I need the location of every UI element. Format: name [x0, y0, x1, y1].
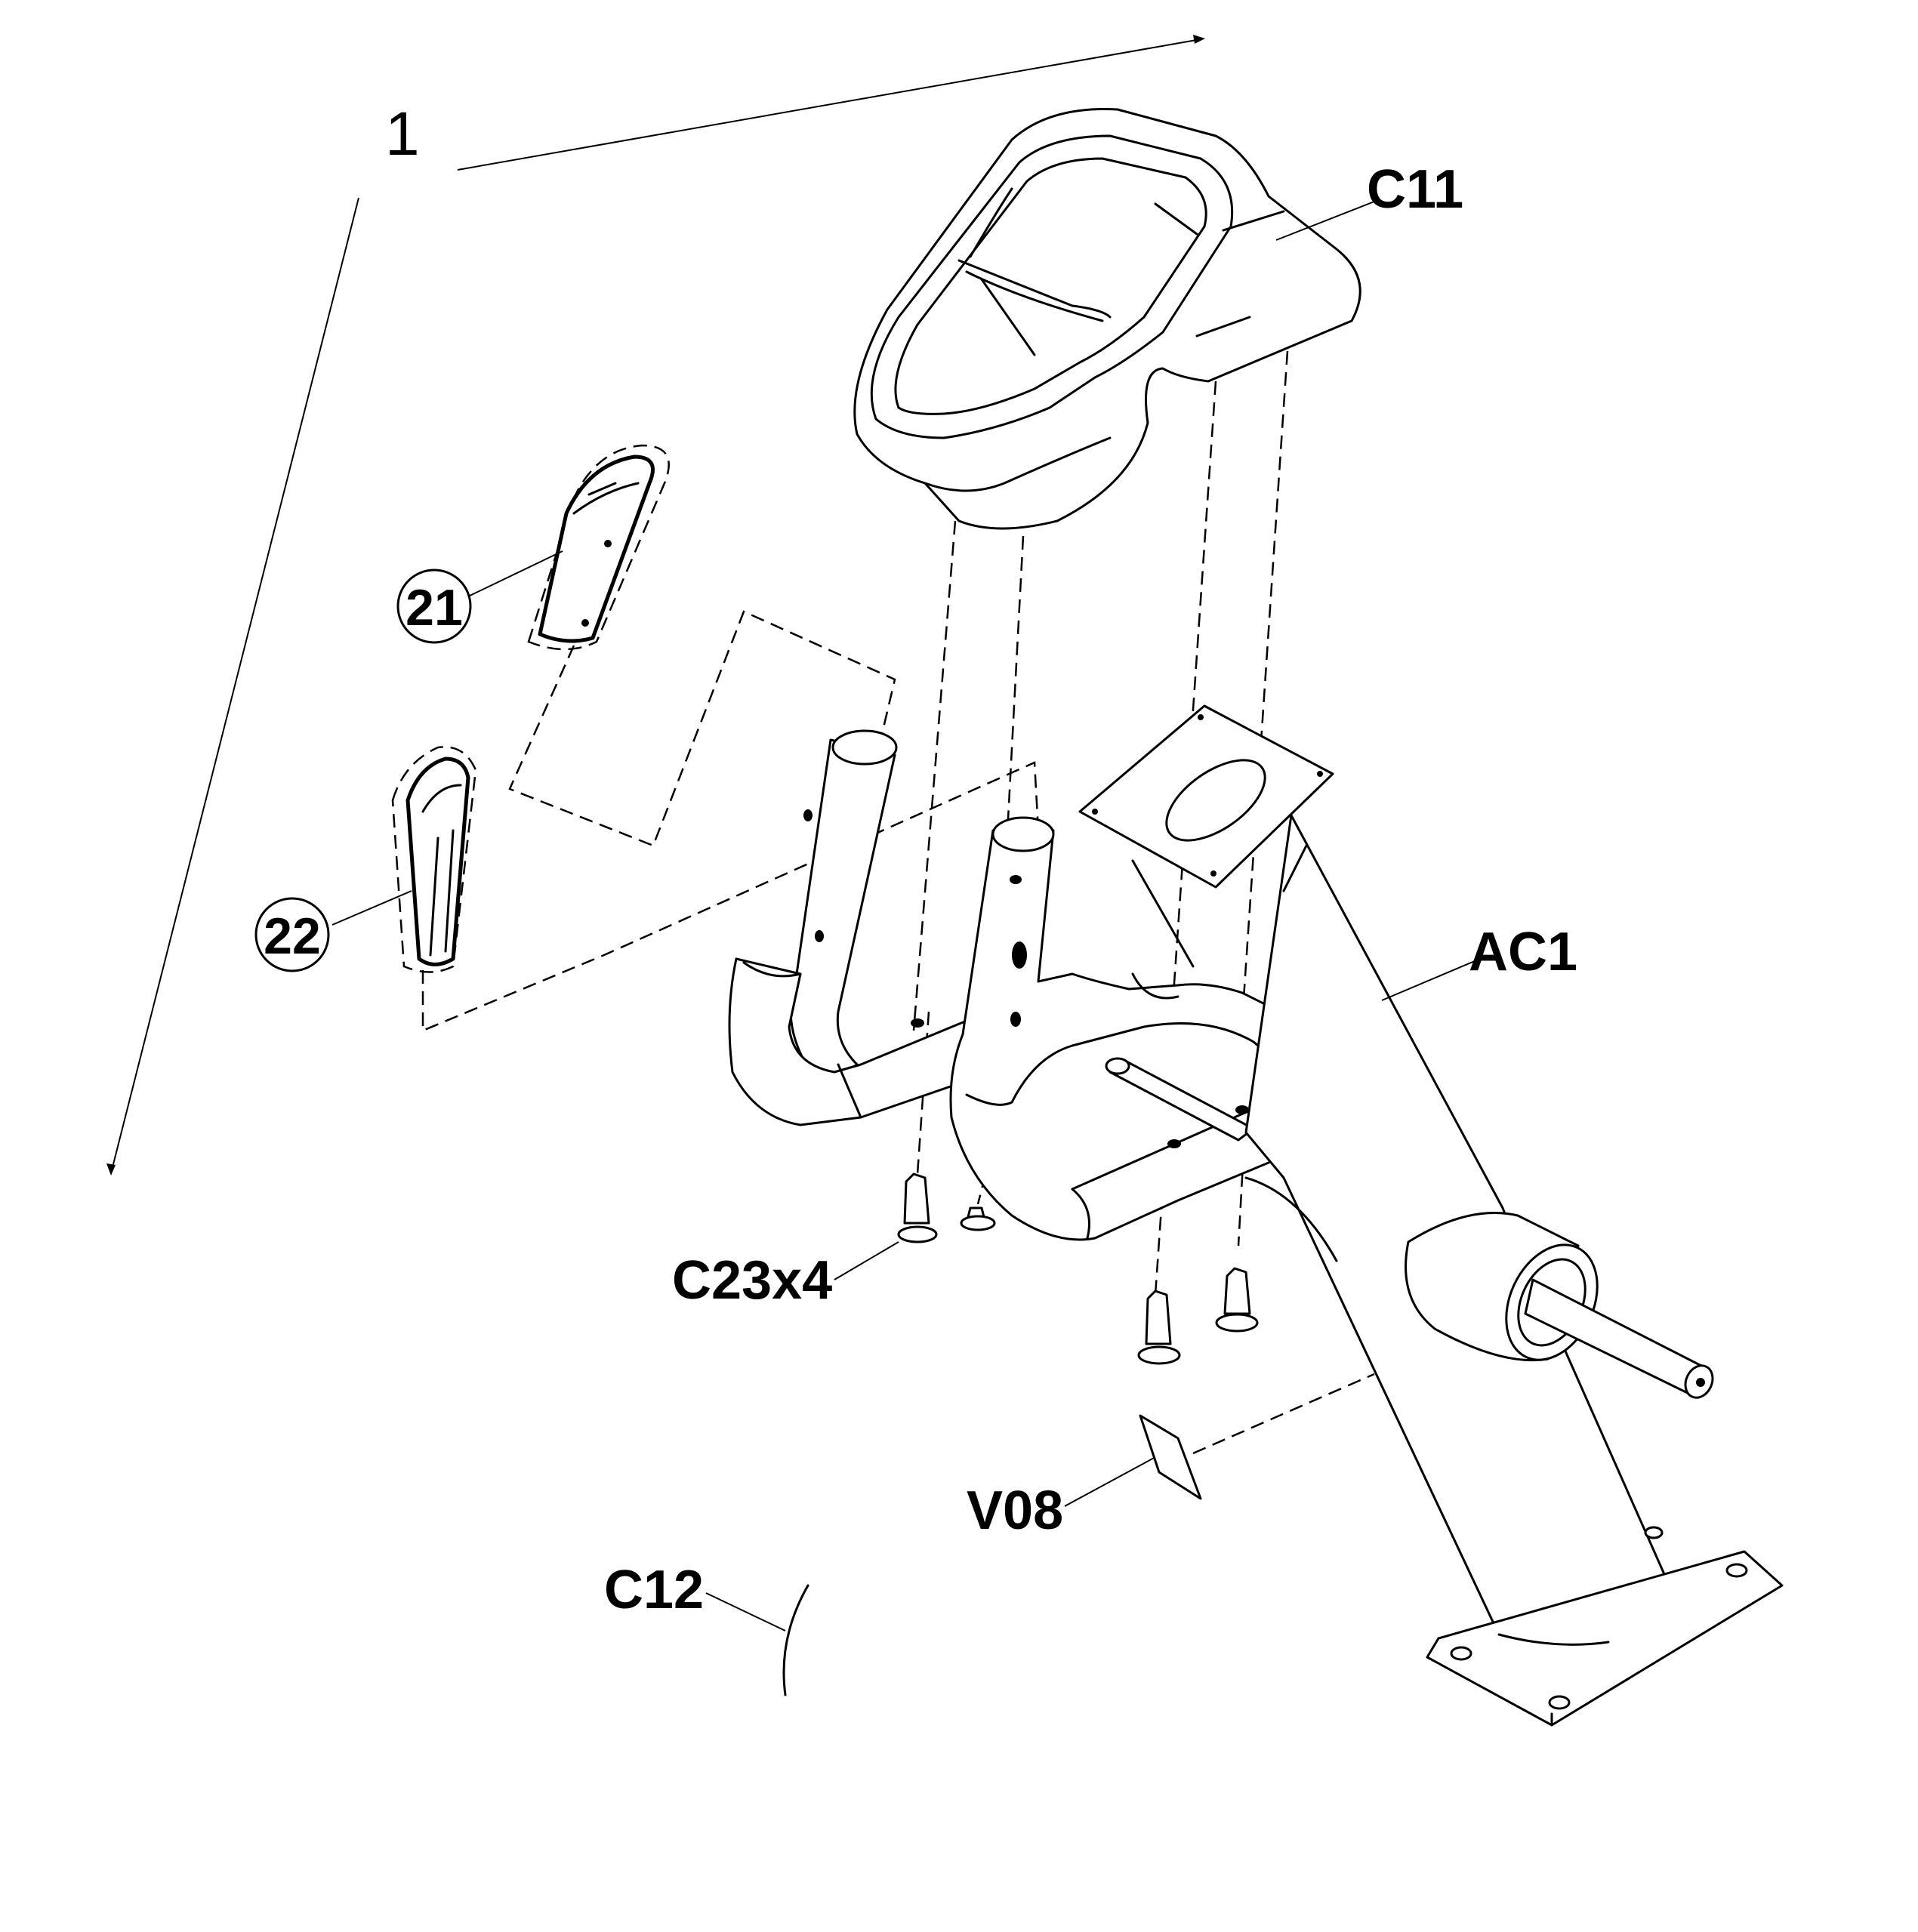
label-ac1: AC1 [1469, 922, 1577, 982]
label-22: 22 [264, 907, 321, 965]
screw [1215, 1267, 1259, 1333]
grip-part-21 [527, 444, 670, 651]
assembly-number: 1 [385, 100, 420, 168]
label-v08: V08 [967, 1481, 1063, 1541]
label-v08 [1139, 1373, 1375, 1500]
label-c23x4: C23x4 [672, 1250, 832, 1311]
console-housing-c11 [853, 108, 1361, 530]
label-c12: C12 [604, 1560, 704, 1620]
grip-part-22 [391, 746, 477, 973]
grip-alignment-lines [421, 610, 1040, 1032]
part-c12 [782, 1584, 809, 1696]
pivot-axle [1405, 1212, 1714, 1399]
callout-circle-22 [254, 897, 330, 972]
assembly-arrows [106, 35, 1205, 1176]
screw [960, 1206, 996, 1231]
callout-circle-21 [396, 569, 472, 644]
handlebar-tubes [728, 729, 1331, 1241]
screw [1137, 1290, 1181, 1365]
screws-c23 [897, 1172, 1259, 1365]
mounting-plate [1078, 704, 1334, 968]
label-c11: C11 [1367, 159, 1463, 220]
label-21: 21 [405, 579, 463, 636]
screw [897, 1172, 938, 1243]
